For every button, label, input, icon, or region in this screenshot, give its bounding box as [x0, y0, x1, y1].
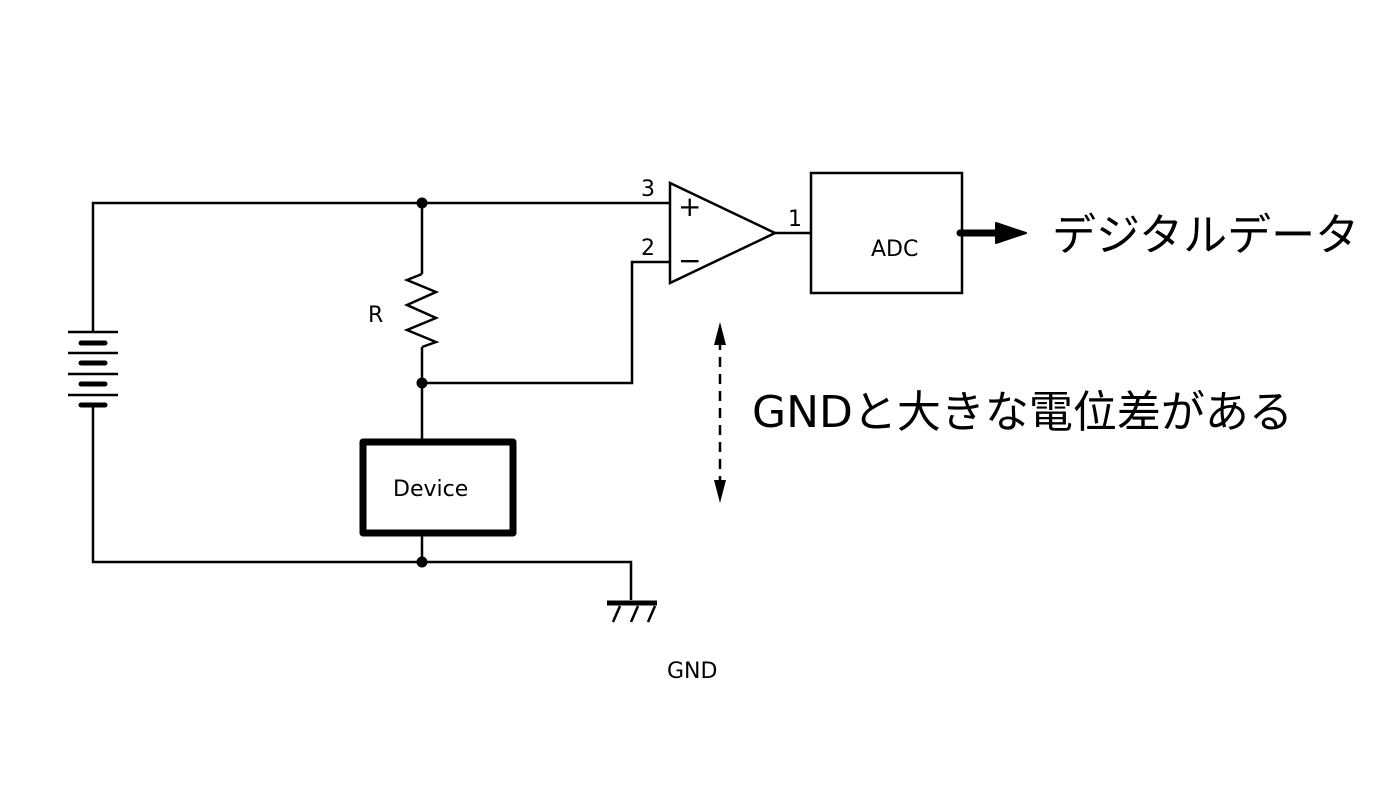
opamp-plus-sign: + [678, 190, 701, 223]
output-arrow-icon [956, 222, 1027, 244]
opamp-symbol: + − 3 2 1 [641, 177, 802, 285]
wire-top [91, 201, 670, 332]
double-arrow-icon [714, 322, 726, 503]
junction-dot [416, 197, 428, 209]
wire-bottom [91, 405, 633, 600]
wire-feedback [422, 260, 670, 385]
output-annotation: デジタルデータ [1052, 210, 1359, 261]
resistor-label: R [368, 303, 383, 328]
potential-difference-annotation: GNDと大きな電位差がある [752, 387, 1293, 438]
junction-dot [416, 377, 428, 389]
opamp-pin-1: 1 [788, 207, 802, 232]
ground-label: GND [667, 659, 717, 684]
battery-symbol [68, 330, 118, 408]
adc-label: ADC [871, 237, 918, 262]
resistor-symbol [403, 272, 440, 349]
junction-dot [416, 556, 428, 568]
ground-icon [607, 600, 657, 623]
device-box [359, 438, 517, 537]
device-label: Device [393, 477, 468, 502]
adc-box [809, 171, 964, 295]
opamp-pin-2: 2 [641, 236, 655, 261]
wires [91, 201, 811, 600]
opamp-pin-3: 3 [641, 177, 655, 202]
opamp-minus-sign: − [678, 244, 701, 277]
